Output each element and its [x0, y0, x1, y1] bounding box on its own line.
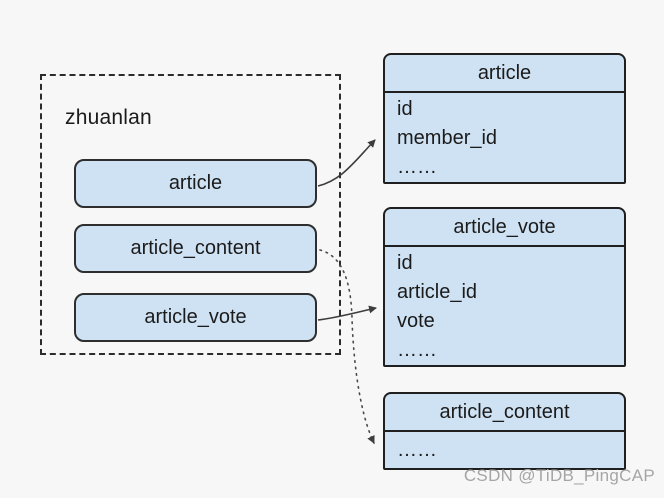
table-article-vote-title: article_vote [385, 209, 624, 247]
table-article-content-body: …… [385, 432, 624, 467]
table-article-body: id member_id …… [385, 93, 624, 184]
table-article-vote-body: id article_id vote …… [385, 247, 624, 367]
table-row: article_id [397, 281, 478, 303]
node-article: article [74, 159, 317, 208]
node-article-vote: article_vote [74, 293, 317, 342]
table-row: id [397, 252, 413, 274]
node-article-label: article [168, 172, 223, 194]
table-article: article id member_id …… [383, 53, 626, 184]
table-row: vote [397, 310, 435, 332]
table-article-title: article [385, 55, 624, 93]
node-article-vote-label: article_vote [144, 306, 247, 328]
zhuanlan-group-box [40, 74, 341, 355]
node-article-content: article_content [74, 224, 317, 273]
table-row: id [397, 98, 413, 120]
table-article-vote: article_vote id article_id vote …… [383, 207, 626, 367]
table-row: member_id [397, 127, 498, 149]
watermark: CSDN @TiDB_PingCAP [463, 466, 655, 485]
table-row: …… [397, 339, 437, 361]
table-row: …… [397, 156, 437, 178]
table-article-content: article_content …… [383, 392, 626, 470]
node-article-content-label: article_content [130, 237, 261, 259]
group-label: zhuanlan [65, 106, 152, 129]
table-article-content-title: article_content [385, 394, 624, 432]
table-row: …… [397, 439, 437, 461]
